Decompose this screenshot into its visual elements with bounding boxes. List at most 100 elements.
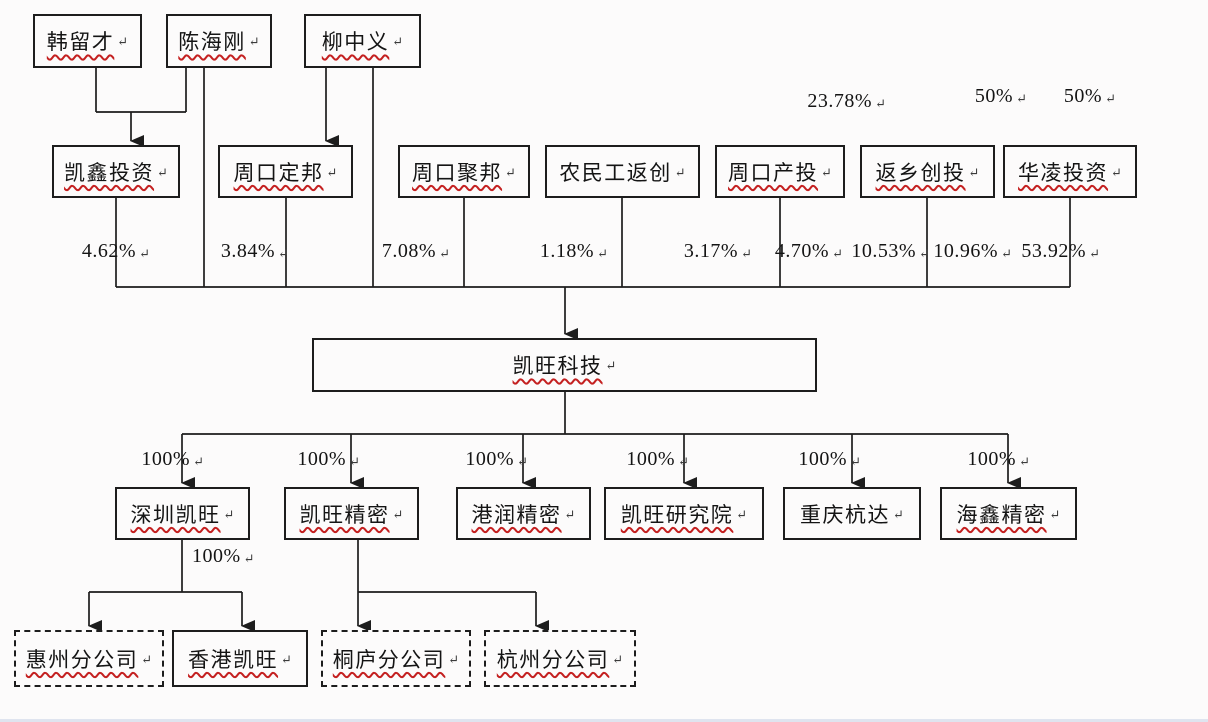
ownership-percent: 1.18% — [539, 240, 595, 262]
return-mark: ↵ — [832, 246, 843, 261]
ownership-label: 100%↵ — [297, 448, 360, 471]
ownership-percent: 7.08% — [381, 240, 437, 262]
ownership-label: 100%↵ — [798, 448, 861, 471]
return-mark: ↵ — [139, 246, 150, 261]
node-haixin: 海鑫精密↵ — [940, 487, 1077, 540]
node-label: 柳中义 — [321, 30, 390, 54]
return-mark: ↵ — [1016, 91, 1027, 106]
return-mark: ↵ — [1019, 454, 1030, 469]
node-label: 凯鑫投资 — [64, 160, 155, 185]
node-hualing: 华凌投资↵ — [1003, 145, 1137, 198]
ownership-label: 100%↵ — [192, 545, 255, 568]
ownership-label: 3.84%↵ — [221, 240, 289, 263]
ownership-percent: 50% — [1063, 85, 1103, 107]
node-kaiwang: 凯旺科技↵ — [312, 338, 817, 392]
return-mark: ↵ — [674, 164, 686, 180]
ownership-percent: 100% — [465, 448, 515, 470]
ownership-percent: 100% — [967, 448, 1017, 470]
return-mark: ↵ — [850, 454, 861, 469]
node-label: 港润精密 — [471, 502, 562, 527]
return-mark: ↵ — [821, 164, 832, 180]
node-gangrun: 港润精密↵ — [456, 487, 591, 540]
return-mark: ↵ — [117, 34, 129, 49]
node-dingbang: 周口定邦↵ — [218, 145, 353, 198]
ownership-label: 1.18%↵ — [540, 240, 608, 263]
node-label: 周口定邦 — [233, 160, 324, 185]
node-label: 韩留才 — [46, 30, 115, 54]
ownership-label: 100%↵ — [967, 448, 1030, 471]
node-label: 重庆杭达 — [800, 502, 891, 527]
node-label: 海鑫精密 — [956, 502, 1047, 527]
node-label: 农民工返创 — [559, 160, 672, 185]
node-kaixin: 凯鑫投资↵ — [52, 145, 180, 198]
ownership-percent: 100% — [297, 448, 347, 470]
node-liu: 柳中义↵ — [304, 14, 421, 68]
return-mark: ↵ — [223, 506, 235, 522]
ownership-percent: 50% — [974, 85, 1014, 107]
node-chantou: 周口产投↵ — [715, 145, 845, 198]
ownership-label: 100%↵ — [465, 448, 528, 471]
node-label: 凯旺研究院 — [620, 502, 734, 527]
node-label: 惠州分公司 — [25, 647, 139, 672]
return-mark: ↵ — [893, 506, 904, 522]
node-chongqing: 重庆杭达↵ — [783, 487, 921, 540]
return-mark: ↵ — [157, 164, 168, 180]
node-label: 凯旺科技 — [512, 354, 603, 378]
return-mark: ↵ — [1089, 246, 1100, 261]
return-mark: ↵ — [326, 164, 338, 180]
return-mark: ↵ — [1049, 506, 1061, 522]
return-mark: ↵ — [875, 96, 886, 111]
return-mark: ↵ — [517, 454, 528, 469]
return-mark: ↵ — [605, 358, 617, 373]
return-mark: ↵ — [193, 454, 204, 469]
node-tonglu: 桐庐分公司↵ — [321, 630, 471, 687]
node-label: 华凌投资 — [1018, 160, 1109, 185]
node-label: 杭州分公司 — [496, 647, 610, 672]
node-jingmi: 凯旺精密↵ — [284, 487, 419, 540]
node-jubang: 周口聚邦↵ — [398, 145, 530, 198]
ownership-label: 100%↵ — [626, 448, 689, 471]
return-mark: ↵ — [392, 506, 404, 522]
node-shenzhen: 深圳凯旺↵ — [115, 487, 250, 540]
ownership-label: 7.08%↵ — [382, 240, 450, 263]
return-mark: ↵ — [678, 454, 689, 469]
node-label: 周口产投 — [728, 160, 819, 185]
ownership-percent: 10.53% — [851, 240, 917, 262]
return-mark: ↵ — [741, 246, 752, 261]
node-han: 韩留才↵ — [33, 14, 142, 68]
ownership-label: 4.62%↵ — [82, 240, 150, 263]
return-mark: ↵ — [597, 246, 608, 261]
ownership-percent: 100% — [626, 448, 676, 470]
ownership-label: 4.70%↵ — [775, 240, 843, 263]
return-mark: ↵ — [281, 651, 292, 667]
ownership-percent: 3.84% — [220, 240, 276, 262]
return-mark: ↵ — [243, 551, 255, 566]
return-mark: ↵ — [1111, 164, 1122, 180]
ownership-label: 10.53%↵ — [851, 240, 930, 263]
ownership-label: 50%↵ — [975, 85, 1027, 108]
ownership-percent: 3.17% — [683, 240, 739, 262]
node-huizhou: 惠州分公司↵ — [14, 630, 164, 687]
node-nongmingong: 农民工返创↵ — [545, 145, 700, 198]
ownership-percent: 23.78% — [807, 90, 873, 112]
node-chen: 陈海刚↵ — [166, 14, 272, 68]
return-mark: ↵ — [448, 651, 460, 667]
return-mark: ↵ — [736, 506, 748, 522]
ownership-label: 50%↵ — [1064, 85, 1116, 108]
ownership-label: 10.96%↵ — [933, 240, 1012, 263]
node-yanjiuyuan: 凯旺研究院↵ — [604, 487, 764, 540]
ownership-label: 53.92%↵ — [1021, 240, 1100, 263]
node-label: 香港凯旺 — [188, 647, 279, 672]
node-label: 凯旺精密 — [299, 502, 390, 527]
ownership-percent: 100% — [192, 545, 241, 567]
ownership-label: 3.17%↵ — [684, 240, 752, 263]
ownership-percent: 10.96% — [933, 240, 999, 262]
node-label: 返乡创投 — [875, 160, 966, 185]
return-mark: ↵ — [141, 651, 153, 667]
node-xianggang: 香港凯旺↵ — [172, 630, 308, 687]
ownership-label: 23.78%↵ — [807, 90, 886, 113]
return-mark: ↵ — [505, 164, 516, 180]
return-mark: ↵ — [564, 506, 576, 522]
